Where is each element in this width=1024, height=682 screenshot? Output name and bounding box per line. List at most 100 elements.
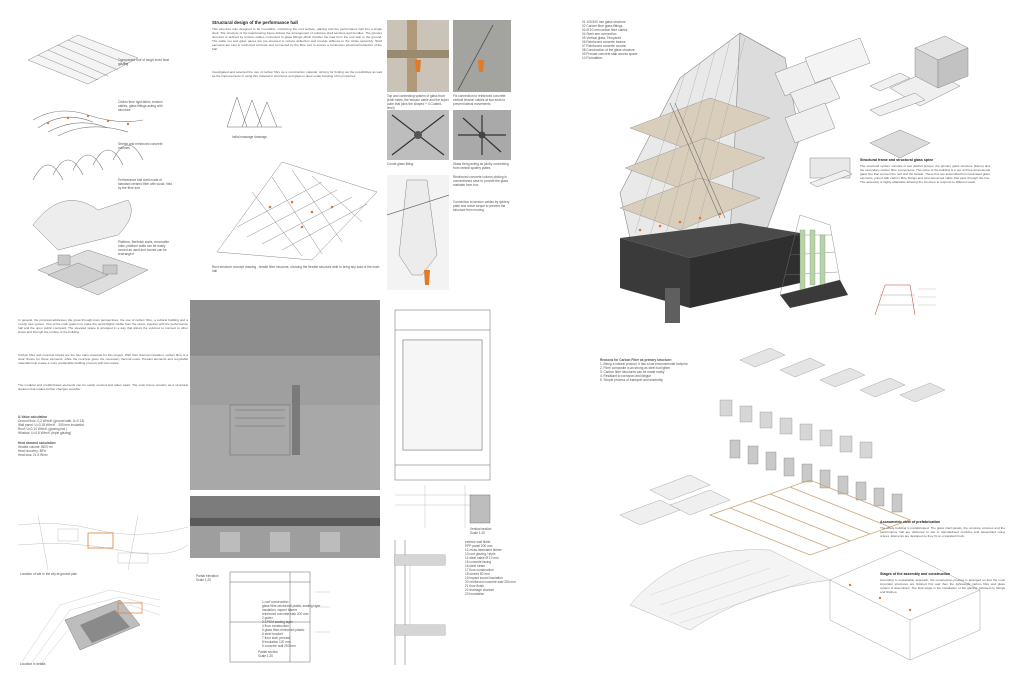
section-diagram: [870, 275, 940, 320]
spec-line: 1 roof construction:: [262, 600, 290, 604]
spec-line: insulation, vapour barrier: [262, 608, 298, 612]
legend-item: 06 Reinforced concrete beams: [582, 40, 626, 44]
spec-line: 17 floor construction: [465, 568, 494, 572]
floor-plan-drawing: [385, 300, 500, 530]
u-value-line: Wall panel: U=0.18 W/m²K - 300 mm insula…: [18, 423, 85, 427]
spec-line: 14 steel cable Ø 10 mm: [465, 556, 499, 560]
spec-line: 6 steel bracket: [262, 632, 283, 636]
initial-sketch: [222, 92, 292, 132]
legend-item: 09 Precast concrete stair access space: [582, 52, 638, 56]
spec-line: 3 EPDM sealing layer: [262, 620, 293, 624]
spec-line: 9 concrete wall 250 mm: [262, 644, 296, 648]
structure-heading: Structural frame and structural glass sp…: [860, 158, 934, 162]
spec-line: 16 steel beam: [465, 564, 486, 568]
label-cables: Cellulo fibre rigid fabric, tension cabl…: [118, 100, 163, 112]
detail-caption-3: Conde glass fitting: [387, 162, 414, 166]
site-map: [17, 514, 189, 571]
site-map-caption: Location of site in the city at ground p…: [20, 572, 78, 576]
legend-item: 07 Reinforced concrete column: [582, 44, 627, 48]
main-axonometric: [570, 18, 1010, 323]
partial-elevation-caption: Partial elevation Scale 1:20: [196, 574, 219, 582]
axo-text: The whole building is prefabricated. The…: [880, 526, 1005, 539]
spec-line: reinforced concrete slab 200 mm: [262, 612, 309, 616]
section-render: [190, 496, 380, 558]
axo-heading: Axonometric view of prefabrication: [880, 520, 941, 524]
exploded-axonometric-drawing: [27, 34, 149, 296]
structure-text: The structural system consists of two di…: [860, 164, 990, 185]
heat-demand-block: Heat demand calculation Heated volume: 8…: [18, 441, 188, 457]
spec-line: EPP panel 200 mm: [465, 544, 493, 548]
spec-line: 8 insulation 120 mm: [262, 640, 291, 644]
secondary-axonometric: [760, 200, 855, 315]
detail-caption-6: Connection to tension cables by spidery …: [453, 200, 510, 212]
section-drawing: [190, 562, 380, 670]
detail-caption-4: Glass fixing acting as joinby connecting…: [453, 162, 509, 170]
elevation-render: [190, 300, 380, 490]
detail-photo-concrete-fix: [453, 20, 511, 92]
spec-line: 22 drainage channel: [465, 588, 494, 592]
detail-caption-2: Fix connection to reinforced concrete: v…: [453, 94, 507, 106]
site-plan-caption: Location in details: [20, 662, 46, 666]
heat-demand-line: Heat recovery: 80%: [18, 449, 46, 453]
u-value-line: Window: U=0.8 W/m²K (triple glazing): [18, 431, 72, 435]
heat-demand-line: Heat loss: 21.5 W/m²: [18, 453, 48, 457]
structural-body: This structure was designed to be monoli…: [212, 27, 382, 52]
reason-item: 1. Being a natural product, it has a low…: [600, 362, 688, 366]
spec-line: 2 gutter: [262, 616, 273, 620]
u-value-heading: U-Value calculation: [18, 415, 48, 419]
intro-paragraph-1: In general, the proposal addresses the g…: [18, 318, 188, 335]
u-value-block: U-Value calculation Ground floor: 0,2 W/…: [18, 415, 188, 435]
spec-line: 12 cross-laminated timber: [465, 548, 502, 552]
main-axonometric-drawing: [619, 32, 969, 323]
legend-item: 08 Construction of the glass structure: [582, 48, 635, 52]
legend-item: 01 100/100 mm glass structure: [582, 20, 626, 24]
spec-line: exterior wall finish:: [465, 540, 492, 544]
spec-list-a: 1 roof construction: glass fibre-reinfor…: [262, 600, 342, 648]
legend-item: 05 Vertical glass, Tempered: [582, 36, 622, 40]
reason-item: 5. Simple process of transport and assem…: [600, 378, 663, 382]
spec-line: 20 reinforced concrete slab 250 mm: [465, 580, 516, 584]
vertical-section-caption: Vertical section Scale 1:20: [470, 527, 492, 535]
detail-photo-glass-fitting: [387, 110, 449, 160]
spec-line: 4 floor construction: [262, 624, 289, 628]
reasons-block: Reasons for Carbon Fibre as primary stru…: [600, 358, 700, 382]
spec-line: 21 floor finish: [465, 584, 484, 588]
reason-item: 4. Resistant to corrosion and fatigue: [600, 374, 652, 378]
legend-list: 01 100/100 mm glass structure 02 Carbon …: [582, 20, 662, 60]
prefab-drawing: [619, 347, 981, 661]
detail-section-drawing: [385, 535, 463, 670]
spec-line: glass fibre-reinforced plastic sealing l…: [262, 604, 321, 608]
reason-item: 3. Carbon fibre structures can be made e…: [600, 370, 665, 374]
intro-paragraph-2: Carbon fibre and concrete blocks are the…: [18, 353, 188, 366]
spec-line: 13 roof glazing / triple: [465, 552, 496, 556]
stages-text: According to sustainable approach, the c…: [880, 578, 1005, 595]
u-value-line: Roof: U=0.14 W/m²K (glazing incl.): [18, 427, 68, 431]
label-shell: Performance hall shell made of standard …: [118, 178, 173, 190]
detail-photo-top-connection: [387, 20, 449, 92]
roof-sketch-caption: Roof structure concept drawing - tensile…: [212, 265, 380, 273]
detail-photo-spider-plates: [453, 110, 511, 160]
u-value-line: Ground floor: 0,2 W/m²K (ground slab, U=…: [18, 419, 85, 423]
detail-drawing-column: [386, 175, 450, 290]
label-volumes: Stretch and reinforced concrete volumes: [118, 142, 163, 150]
prefabrication-axonometric: [600, 340, 1010, 670]
roof-structure-sketch: [212, 152, 382, 262]
spec-line: 19 impact sound insulation: [465, 576, 503, 580]
heat-demand-heading: Heat demand calculation: [18, 441, 56, 445]
label-roof: Transparent roof of tough-ened float gla…: [118, 58, 169, 66]
spec-line: 18 screed 50 mm: [465, 572, 490, 576]
reasons-heading: Reasons for Carbon Fibre as primary stru…: [600, 358, 672, 362]
label-platform: Platform, Berlinish stairs, removable un…: [118, 240, 170, 256]
spec-list-b: exterior wall finish: EPP panel 200 mm 1…: [465, 540, 550, 596]
reason-item: 2. Fibre composite is as strong as steel…: [600, 366, 671, 370]
intro-paragraph-3: The modular and prefabricated elements c…: [18, 383, 188, 392]
site-plan: [19, 585, 161, 667]
legend-item: 02 Carbon fibre glass fittings: [582, 24, 623, 28]
legend-item: 03 Ø 10 mm carbon fibre cables: [582, 28, 628, 32]
heat-demand-line: Heated volume: 8870 m³: [18, 445, 53, 449]
spec-line: 7 floor slab, precast: [262, 636, 290, 640]
detail-caption-1: Top and connecting system of glass front…: [387, 94, 449, 110]
detail-caption-5: Reinforced concrete column picking in co…: [453, 175, 509, 187]
legend-item: 10 Foundation: [582, 56, 603, 60]
stages-heading: Stages of the assembly and construction: [880, 572, 951, 576]
